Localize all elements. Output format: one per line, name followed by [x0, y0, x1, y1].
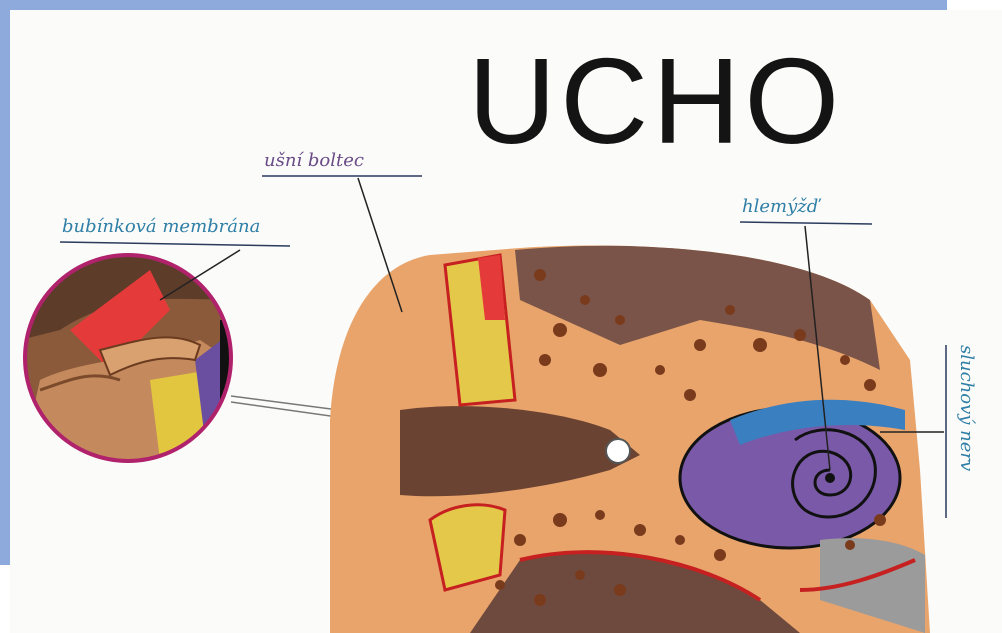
ear-cross-section: [330, 240, 930, 633]
label-tympanic-membrane: bubínková membrána: [62, 218, 260, 236]
zoom-circle-middle-ear: [20, 250, 240, 470]
label-cochlea: hlemýžď: [742, 198, 818, 216]
label-auricle: ušní boltec: [264, 152, 364, 170]
page-title: UCHO: [468, 40, 843, 162]
label-auditory-nerve: sluchový nerv: [957, 345, 975, 471]
